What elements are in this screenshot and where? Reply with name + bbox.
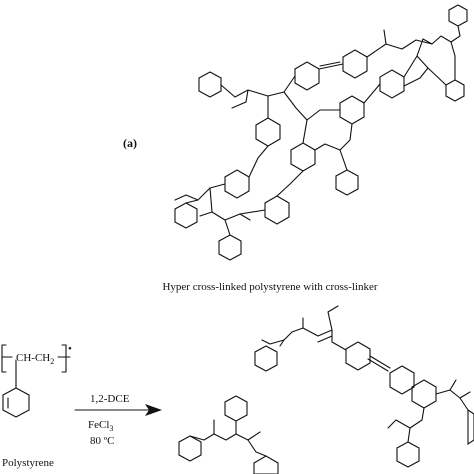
figure-caption: Hyper cross-linked polystyrene with cros…	[162, 281, 377, 293]
monomer-backbone: CH-CH2	[16, 352, 54, 366]
ring-quinoid-center-low	[290, 142, 316, 172]
radical-dot: •	[68, 343, 72, 355]
ring-quinoid-left	[255, 117, 281, 147]
reaction-arrow	[74, 404, 162, 416]
ring-phenyl-right-lower	[335, 169, 359, 196]
ring-phenyl-left-top	[198, 71, 222, 98]
network-structure-a	[174, 4, 468, 261]
ring-quinoid-mid	[339, 95, 365, 125]
reactant-name: Polystyrene	[2, 457, 54, 469]
ring-phenyl-bottom	[218, 234, 242, 261]
condition-catalyst: FeCl3	[88, 419, 113, 433]
polystyrene-repeat-unit	[1, 344, 71, 418]
network-chains	[174, 25, 461, 236]
panel-label: (a)	[123, 136, 137, 150]
ring-benzene-low-center	[264, 195, 290, 225]
ring-quinoid-center	[294, 61, 320, 91]
condition-solvent: 1,2-DCE	[90, 393, 130, 405]
ring-benzene-mid-left	[224, 169, 250, 199]
ring-phenyl-left-low	[174, 202, 198, 229]
ring-phenyl-topright	[448, 4, 468, 27]
ring-quinoid-top	[342, 49, 368, 79]
condition-temperature: 80 ºC	[90, 435, 115, 447]
product-network	[178, 305, 474, 474]
ring-quinoid-right	[379, 69, 405, 99]
ring-phenyl-mid-right	[445, 79, 465, 102]
